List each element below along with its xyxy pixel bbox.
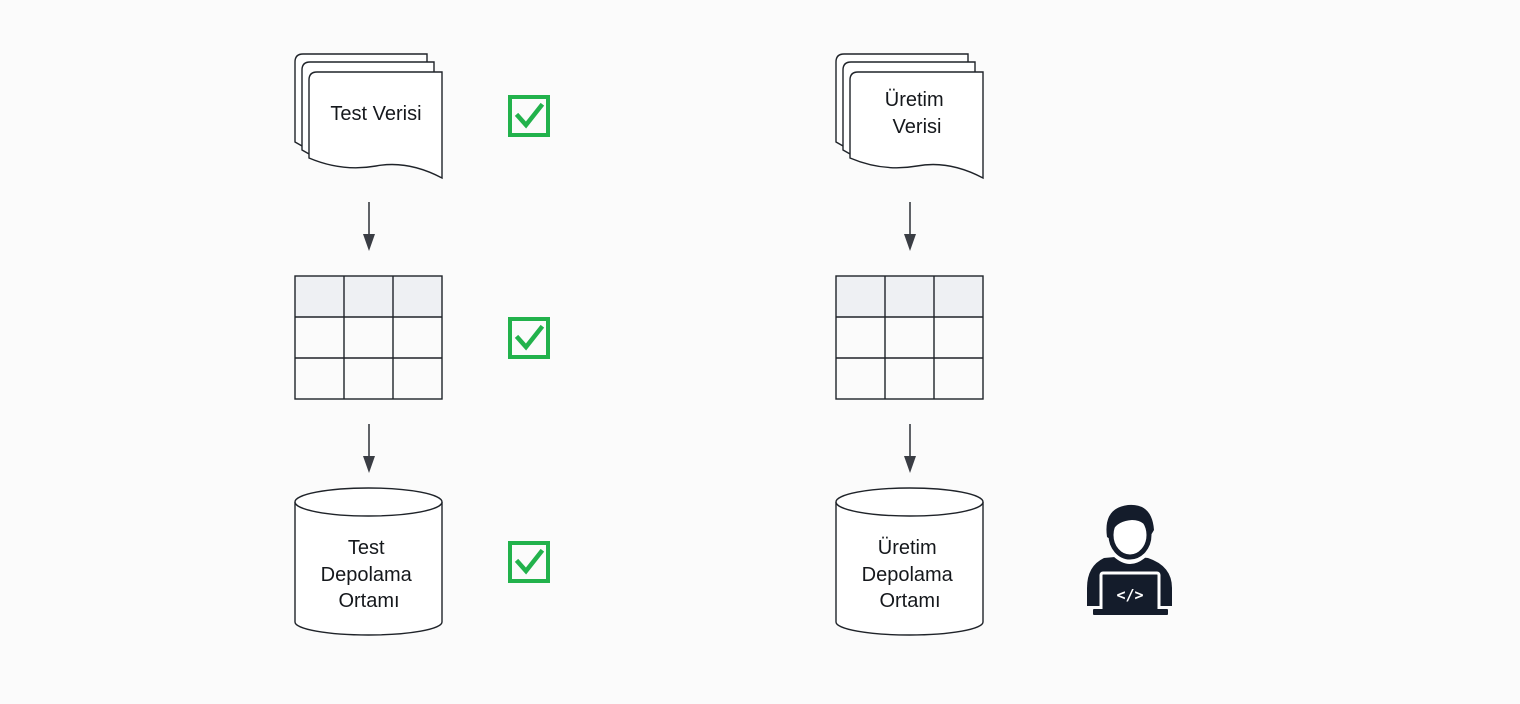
- test-storage-database: Test Depolama Ortamı: [294, 487, 443, 636]
- test-data-label: Test Verisi: [330, 103, 421, 125]
- production-storage-label: Üretim Depolama Ortamı: [862, 537, 959, 612]
- test-storage-label: Test Depolama Ortamı: [321, 537, 418, 612]
- green-check-icon: [508, 95, 550, 137]
- green-check-icon: [508, 541, 550, 583]
- production-data-label: Üretim Verisi: [885, 89, 949, 138]
- production-data-table: [835, 275, 984, 400]
- arrow-prod-doc-to-table: [904, 202, 916, 251]
- test-data-document-stack: Test Verisi: [294, 53, 443, 180]
- laptop-code-glyph: </>: [1116, 586, 1143, 604]
- green-check-icon: [508, 317, 550, 359]
- arrow-test-table-to-db: [363, 424, 375, 473]
- production-storage-database: Üretim Depolama Ortamı: [835, 487, 984, 636]
- arrow-test-doc-to-table: [363, 202, 375, 251]
- test-data-table: [294, 275, 443, 400]
- developer-at-laptop-icon: </>: [1087, 504, 1172, 615]
- production-data-document-stack: Üretim Verisi: [835, 53, 984, 180]
- arrow-prod-table-to-db: [904, 424, 916, 473]
